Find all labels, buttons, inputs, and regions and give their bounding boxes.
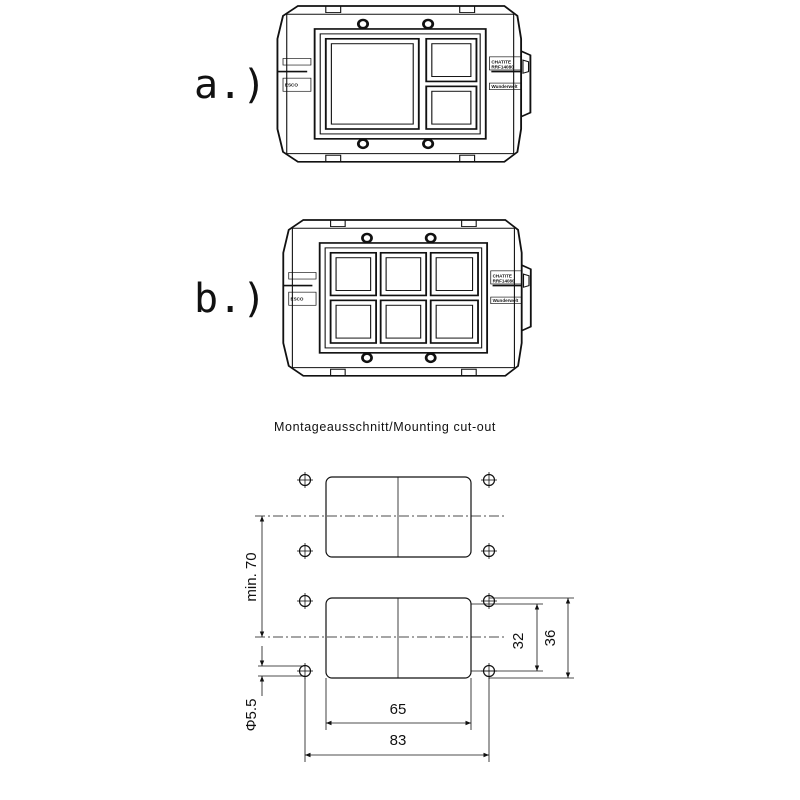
mounting-hole <box>296 471 314 489</box>
mounting-hole <box>480 592 498 610</box>
dim-cutout-height: 32 <box>510 633 527 650</box>
marking-left-a: ESCO <box>285 83 299 88</box>
marking-side-text-b: CHATITE <box>493 274 512 279</box>
section-title: Montageausschnitt/Mounting cut-out <box>274 420 496 434</box>
housing-variant-b: CHATITE RRF14080 ESCO Wunderwelt <box>282 219 532 377</box>
marking-side-code-a: RRF14080 <box>491 65 514 70</box>
dim-hole-spacing-width: 83 <box>390 732 407 749</box>
variant-b-text: b.) <box>194 276 266 322</box>
variant-a-label: a.) <box>194 62 266 108</box>
mounting-hole <box>296 542 314 560</box>
dim-cutout-width: 65 <box>390 701 407 718</box>
six-cell-grid <box>329 251 479 344</box>
mounting-hole <box>296 592 314 610</box>
upper-cutout <box>325 476 472 558</box>
mounting-cutout-drawing: min. 70 Φ5.5 65 83 32 36 <box>243 471 574 762</box>
marking-left-b: ESCO <box>291 297 305 302</box>
lower-cutout <box>325 597 472 679</box>
mounting-hole <box>480 471 498 489</box>
dim-hole-spacing-height: 36 <box>542 630 559 647</box>
mounting-hole <box>480 542 498 560</box>
dim-min-spacing: min. 70 <box>243 552 260 601</box>
marking-right-b: Wunderwelt <box>493 298 519 303</box>
mounting-hole <box>296 662 314 680</box>
marking-right-a: Wunderwelt <box>491 84 518 89</box>
dim-hole-diameter: Φ5.5 <box>243 699 260 732</box>
variant-a-text: a.) <box>194 62 266 108</box>
marking-side-code-b: RRF14080 <box>493 279 516 284</box>
variant-b-label: b.) <box>194 276 266 322</box>
marking-side-text-a: CHATITE <box>491 60 511 65</box>
housing-variant-a: CHATITE RRF14080 ESCO Wunderwelt <box>276 5 532 163</box>
